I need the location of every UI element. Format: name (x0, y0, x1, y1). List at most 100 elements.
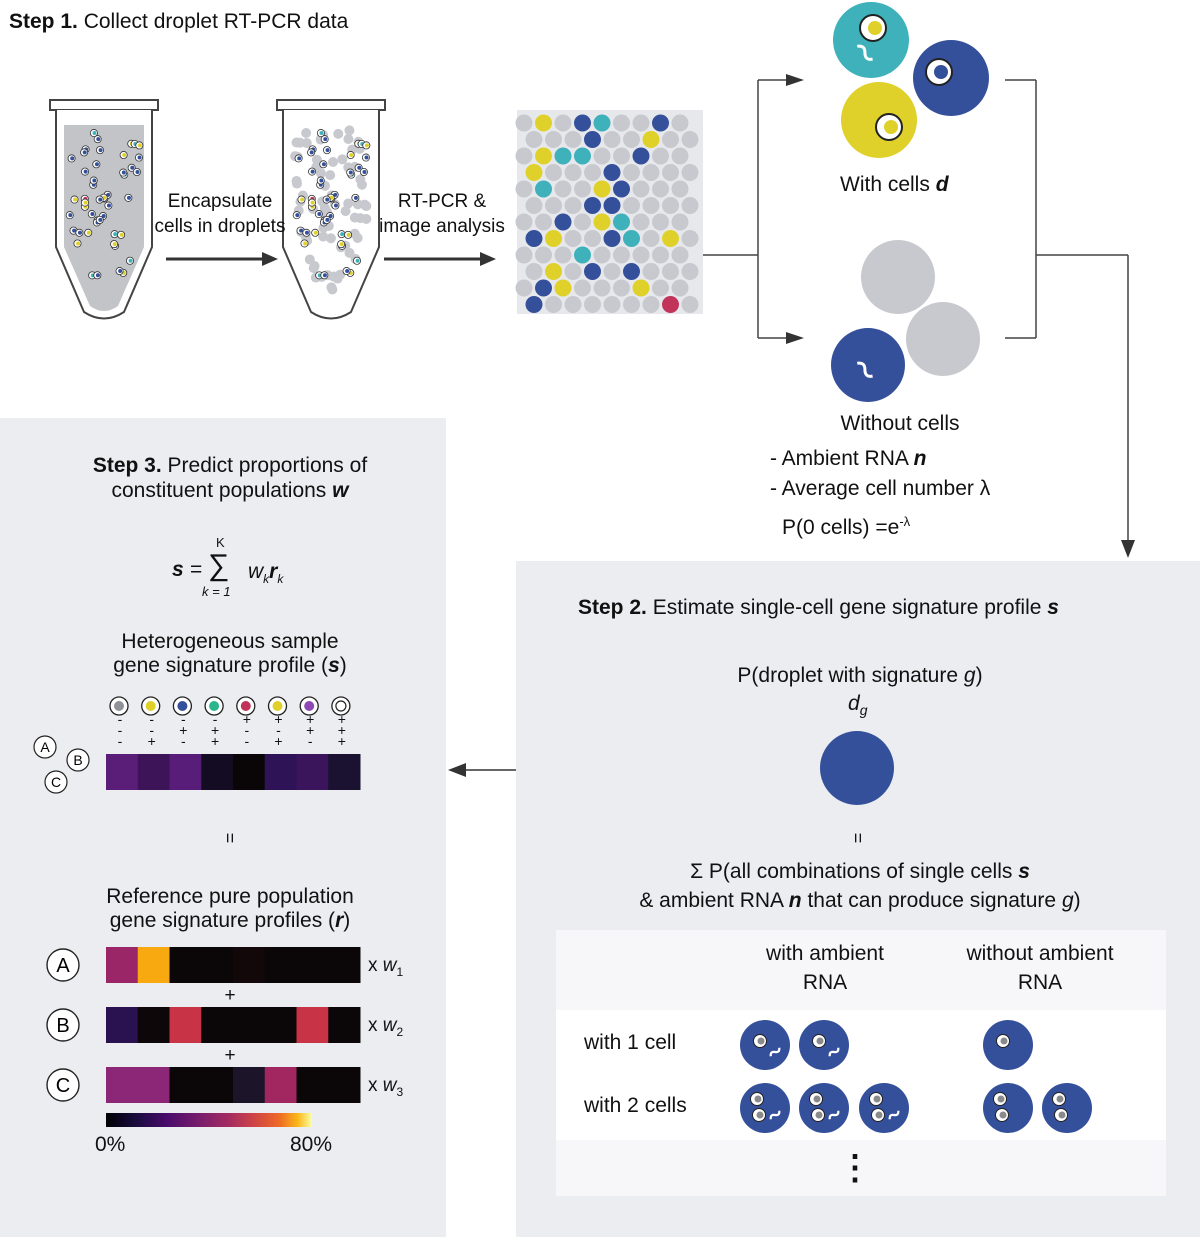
heatmap-cell (137, 947, 170, 983)
encapsulate-label-2: cells in droplets (154, 216, 286, 237)
population-weight: x w1 (368, 955, 404, 979)
droplet (652, 279, 669, 297)
droplet (554, 180, 572, 198)
droplet (327, 157, 338, 168)
cell-nucleus (355, 258, 360, 263)
cell-nucleus (98, 148, 103, 153)
population-circle-shape (46, 1008, 80, 1042)
cell-nucleus (299, 228, 304, 233)
p0-line: P(0 cells) =e-λ (782, 510, 910, 540)
droplet (291, 178, 302, 189)
sum-line1-text: Σ P(all combinations of single cells (690, 860, 1013, 883)
droplet (623, 197, 640, 214)
arrow-icon (166, 252, 278, 266)
droplet (535, 147, 552, 165)
cell-nucleus (813, 1095, 821, 1103)
droplet (593, 279, 611, 297)
droplet-icon (859, 1083, 909, 1133)
heatmap-cell (264, 947, 297, 983)
ref-symbol: r (335, 909, 344, 932)
arrow-icon (448, 763, 516, 777)
cell-nucleus (875, 1111, 883, 1119)
cell-nucleus (346, 232, 351, 237)
ambient-rna-icon (828, 1110, 840, 1120)
heatmap-cell (169, 1067, 202, 1103)
ref-close: ) (343, 909, 351, 932)
ambient-rna-line: - Ambient RNA n (770, 447, 926, 471)
droplet (525, 230, 543, 247)
formula-rsub: k (277, 572, 284, 587)
droplet (613, 114, 630, 132)
droplet (515, 147, 533, 165)
avg-cell-line: - Average cell number λ (770, 477, 991, 500)
heatmap-cell (106, 1007, 139, 1043)
droplet (681, 230, 699, 247)
sum-line2-text: & ambient RNA (639, 889, 783, 912)
droplet (632, 114, 650, 132)
heatmap-cell (328, 1067, 361, 1103)
droplet (671, 213, 689, 231)
droplet (662, 131, 679, 148)
arrow-icon (384, 252, 496, 266)
formula-r: r (269, 560, 278, 583)
droplet (632, 147, 650, 165)
heatmap-cell (296, 754, 329, 790)
droplet (681, 131, 699, 148)
droplet (315, 168, 326, 179)
cluster-label: B (73, 752, 82, 768)
signature-header-icons (109, 696, 351, 716)
droplet (613, 279, 630, 297)
heatmap-cell (296, 1067, 329, 1103)
cell-nucleus (325, 217, 330, 222)
gene-signature-dot (177, 701, 188, 711)
droplet (603, 131, 621, 148)
droplet (584, 131, 601, 148)
droplet (361, 201, 372, 212)
droplet (603, 230, 621, 247)
droplet (623, 296, 640, 313)
cells-without-icon (831, 240, 980, 402)
heatmap-cell (296, 1007, 329, 1043)
cell-nucleus (319, 178, 324, 183)
cell-nucleus (95, 273, 100, 278)
cell-nucleus (999, 1111, 1007, 1119)
droplet (584, 296, 601, 313)
ambient-rna-icon (769, 1110, 781, 1120)
col1-header-1: with ambient (766, 942, 884, 965)
droplet (632, 279, 650, 297)
cell-nucleus (119, 232, 124, 237)
droplet (671, 147, 689, 165)
cell-nucleus (137, 143, 142, 148)
droplet (613, 147, 630, 165)
hetero-close: ) (339, 654, 347, 677)
signature-sign: + (306, 722, 315, 738)
signature-sign: - (117, 722, 123, 738)
tube-icon (276, 99, 386, 320)
cell-nucleus (128, 258, 133, 263)
droplet (671, 180, 689, 198)
step1-title-text: Collect droplet RT-PCR data (83, 10, 349, 33)
droplet (593, 213, 611, 231)
population-circle-shape (46, 1068, 80, 1102)
step1-title: Step 1. Collect droplet RT-PCR data (9, 10, 348, 34)
droplet (642, 131, 660, 148)
droplet (593, 246, 611, 264)
formula-w: wkrk (248, 560, 283, 591)
heatmap-cell (264, 1067, 297, 1103)
cell-nucleus (357, 165, 362, 170)
droplet-icon (820, 731, 894, 805)
droplet (309, 260, 320, 271)
droplet (326, 282, 337, 293)
cell-nucleus (96, 137, 101, 142)
droplet (361, 213, 372, 224)
cell-nucleus (1058, 1111, 1066, 1119)
heatmap-cell (201, 947, 234, 983)
prob-line: P(droplet with signature g) (660, 664, 1060, 688)
cell-nucleus (76, 241, 81, 246)
step2-title-symbol: s (1047, 596, 1059, 619)
droplet (652, 246, 669, 264)
cell-nucleus (340, 232, 345, 237)
gene-signature-dot (145, 701, 156, 711)
signature-sign: + (337, 733, 346, 749)
ambient-rna-icon (769, 1047, 781, 1057)
